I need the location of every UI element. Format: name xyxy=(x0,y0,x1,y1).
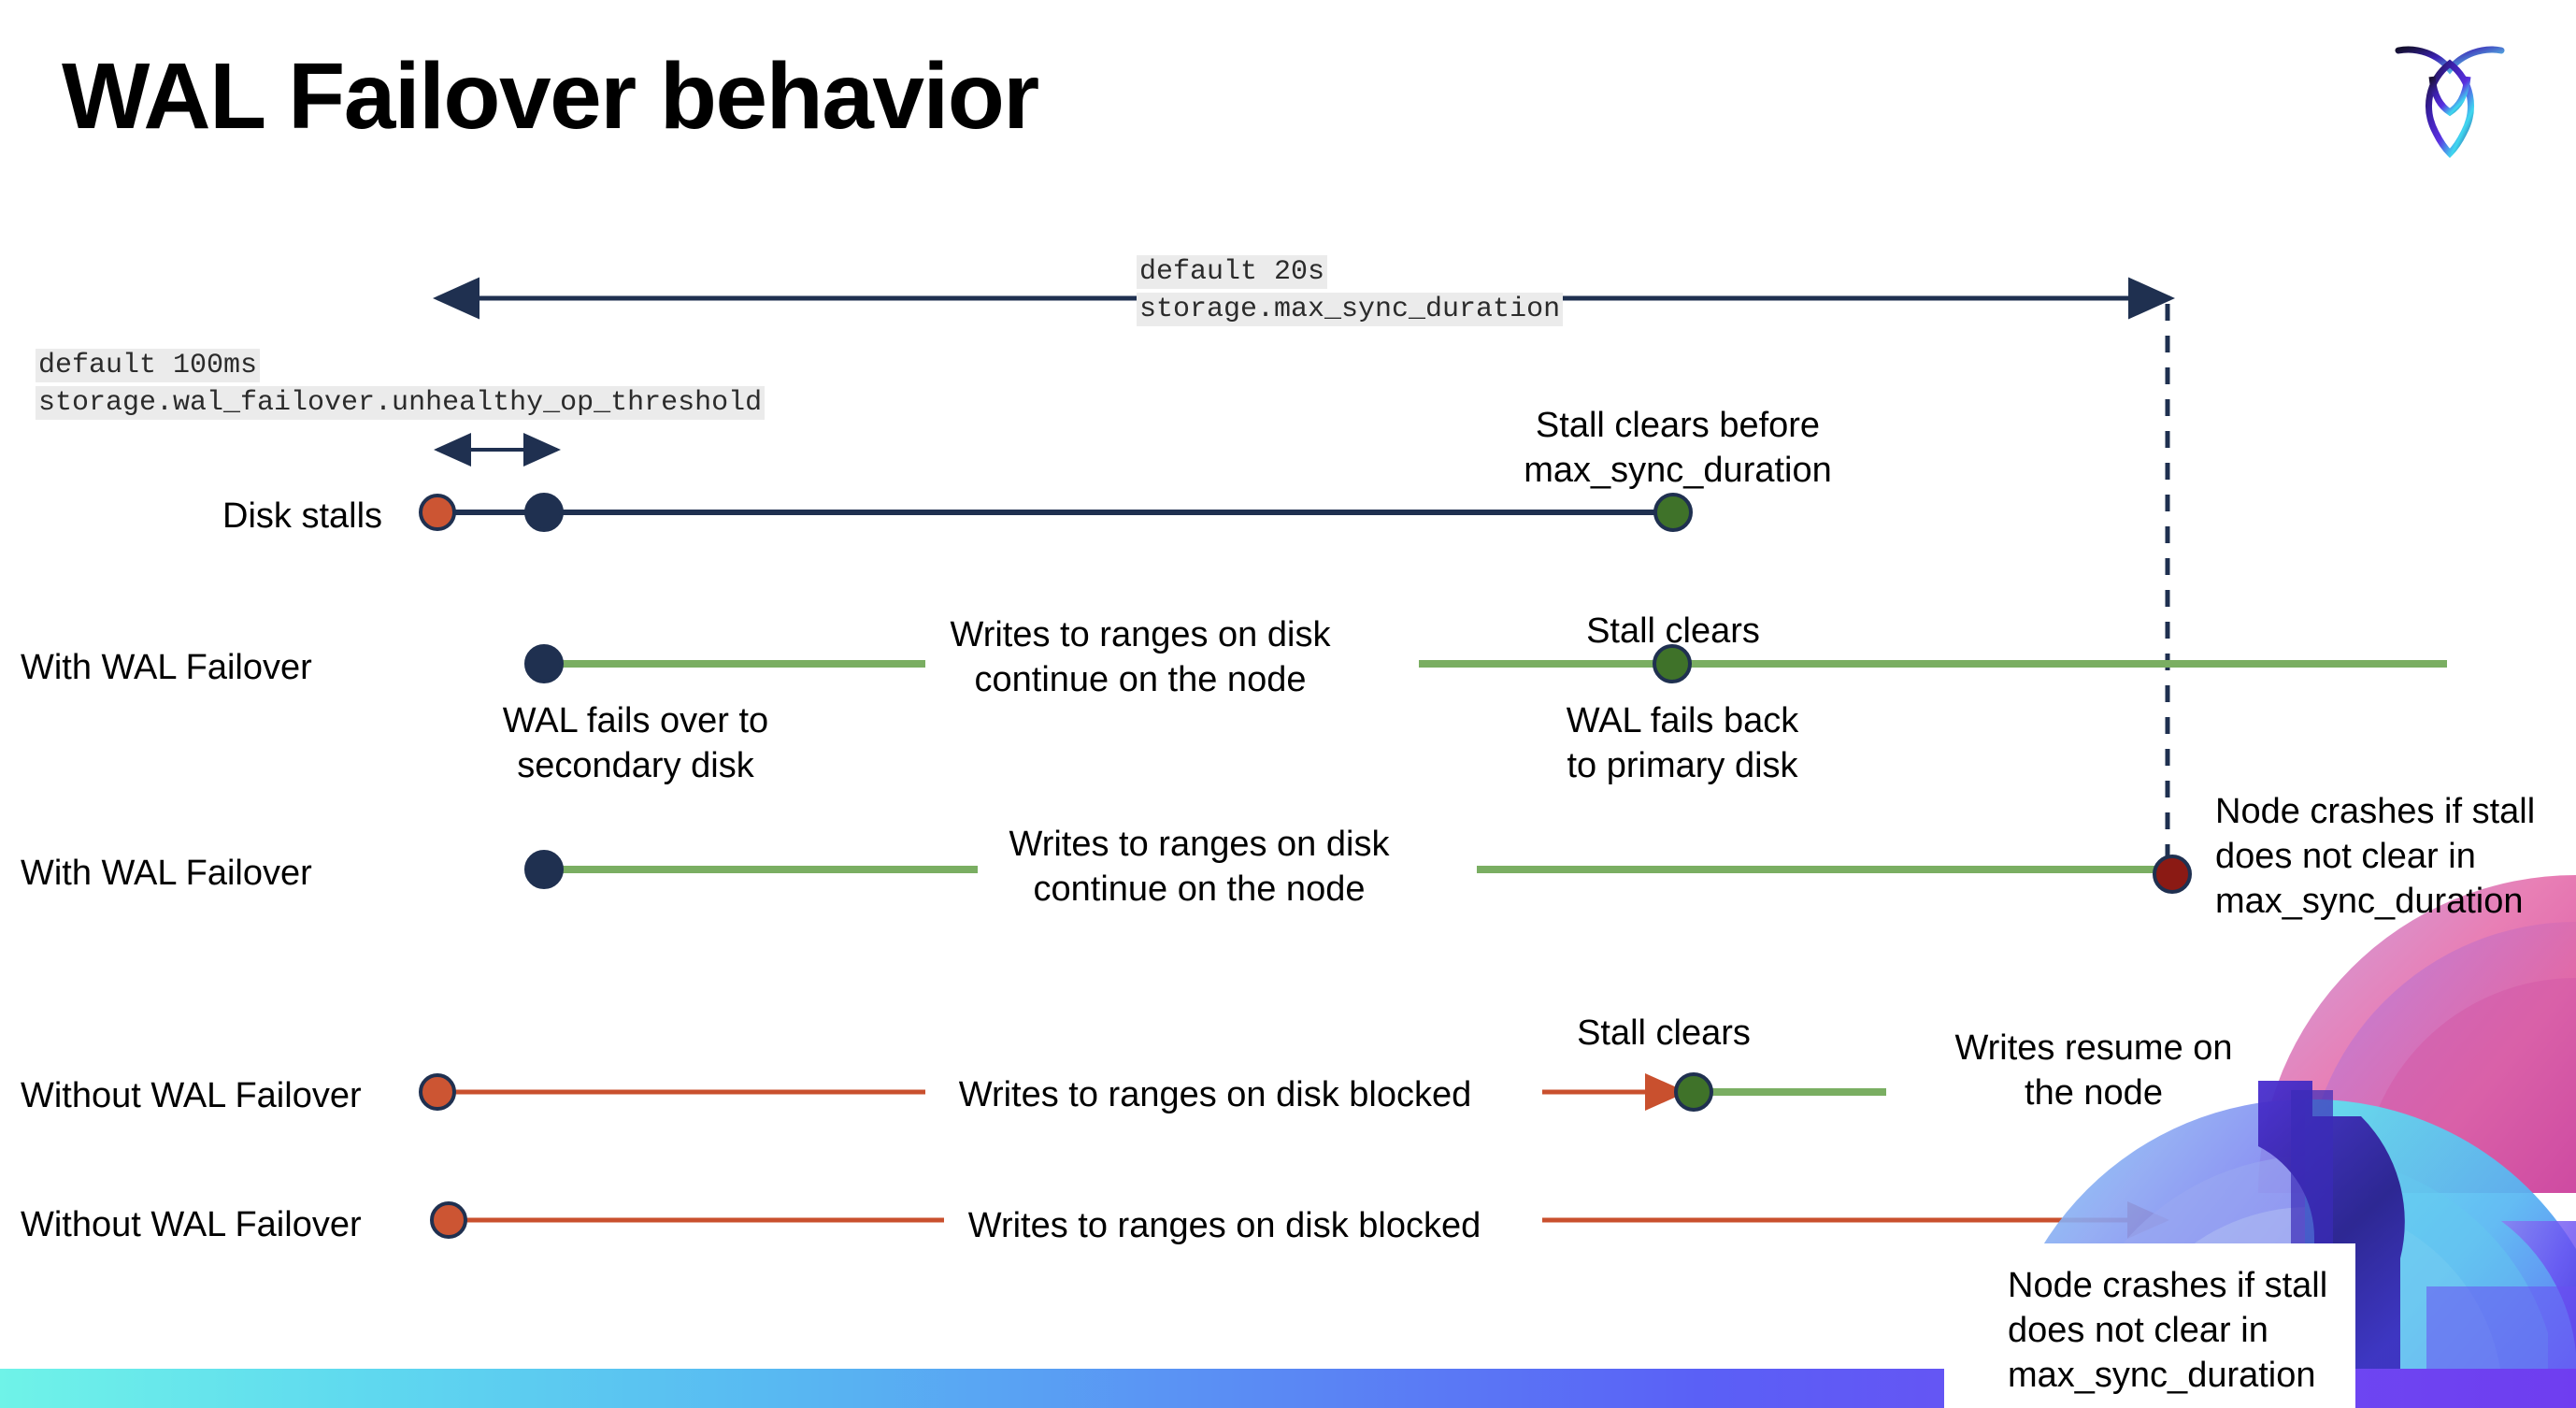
marker-wal-fails-over xyxy=(524,850,564,889)
annotation-stall-clears-row4: Stall clears xyxy=(1577,1013,1751,1053)
page-title: WAL Failover behavior xyxy=(62,44,1039,149)
row-label-with-wal-failover-1: With WAL Failover xyxy=(21,648,312,687)
row-label-disk-stalls: Disk stalls xyxy=(222,496,383,536)
setting-unhealthy-default: default 100ms xyxy=(36,349,261,382)
setting-max-sync-default: default 20s xyxy=(1137,255,1328,289)
cockroachdb-logo xyxy=(2380,28,2520,168)
marker-stall-start xyxy=(419,1073,456,1111)
marker-failover-threshold xyxy=(524,493,564,532)
marker-wal-fails-over xyxy=(524,644,564,683)
timeline-row-with-failover-clears xyxy=(524,644,2447,683)
setting-max-sync-duration: default 20s storage.max_sync_duration xyxy=(1137,254,1564,329)
annotation-stall-clears-row2: Stall clears xyxy=(1586,611,1760,651)
marker-stall-clears xyxy=(1674,1072,1713,1112)
marker-stall-start xyxy=(419,494,456,531)
row-label-without-wal-failover-1: Without WAL Failover xyxy=(21,1076,362,1115)
marker-stall-clears xyxy=(1653,493,1693,532)
annotation-writes-blocked-row5: Writes to ranges on disk blocked xyxy=(967,1206,1481,1245)
setting-max-sync-name: storage.max_sync_duration xyxy=(1137,292,1564,326)
timeline-row-disk-stalls xyxy=(419,493,1693,532)
setting-unhealthy-op-threshold: default 100ms storage.wal_failover.unhea… xyxy=(36,348,766,423)
marker-stall-start xyxy=(430,1201,467,1239)
annotation-writes-blocked-row4: Writes to ranges on disk blocked xyxy=(958,1075,1472,1114)
setting-unhealthy-name: storage.wal_failover.unhealthy_op_thresh… xyxy=(36,385,766,420)
row-label-with-wal-failover-2: With WAL Failover xyxy=(21,854,312,893)
crash-callout-background xyxy=(1944,1243,2355,1408)
row-label-without-wal-failover-2: Without WAL Failover xyxy=(21,1205,362,1244)
